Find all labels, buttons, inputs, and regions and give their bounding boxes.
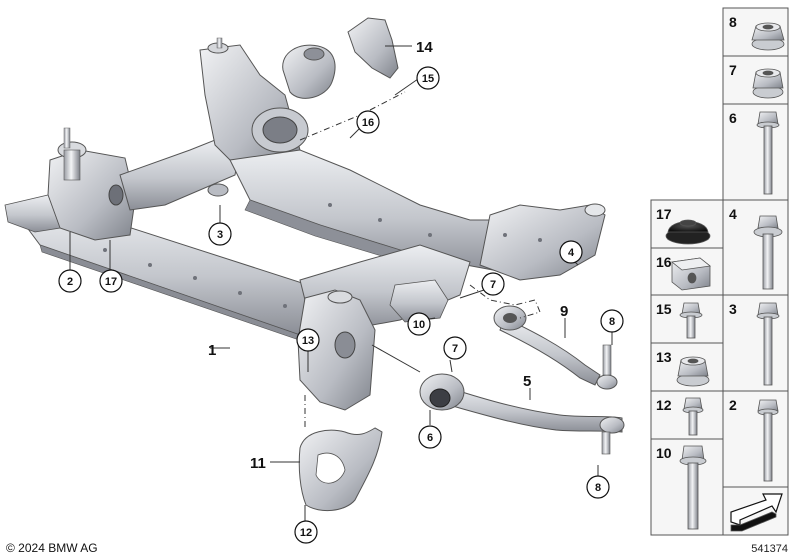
- rubber-bump-icon: [665, 219, 711, 245]
- leader-lines: [69, 45, 613, 522]
- nut-13-icon: [676, 356, 710, 387]
- grid-label-8: 8: [729, 14, 737, 30]
- front-axle-subframe: [4, 42, 606, 411]
- callout-16: 16: [356, 110, 380, 134]
- callout-8-upper: 8: [600, 309, 624, 333]
- rear-bushing-bulb: [282, 44, 336, 99]
- bolt-2-icon: [757, 399, 779, 482]
- bracket-part-14: [347, 17, 399, 79]
- label-7-lower: 7: [452, 343, 458, 355]
- label-7-upper: 7: [490, 279, 496, 291]
- label-11: 11: [250, 455, 266, 472]
- callout-13: 13: [296, 328, 320, 352]
- flange-nut-icon: [751, 22, 785, 51]
- label-14: 14: [416, 39, 433, 56]
- callout-15: 15: [416, 66, 440, 90]
- grid-label-3: 3: [729, 301, 737, 317]
- diagram-reference-number: 541374: [751, 543, 788, 555]
- bolt-12-icon: [682, 397, 704, 436]
- grid-label-6: 6: [729, 110, 737, 126]
- label-5: 5: [523, 373, 531, 390]
- label-4: 4: [568, 247, 575, 259]
- control-arm-5: [419, 373, 625, 455]
- callout-7-lower: 7: [443, 336, 467, 360]
- grid-label-4: 4: [729, 206, 737, 222]
- label-3: 3: [217, 229, 223, 241]
- grid-label-7: 7: [729, 62, 737, 78]
- label-12: 12: [300, 527, 312, 539]
- label-15: 15: [422, 73, 434, 85]
- label-8-lower: 8: [595, 482, 601, 494]
- callout-3: 3: [208, 222, 232, 246]
- copyright-text: © 2024 BMW AG: [6, 541, 98, 555]
- callout-4: 4: [559, 240, 583, 264]
- dash-dot-lines: [299, 91, 541, 430]
- callout-8-lower: 8: [586, 475, 610, 499]
- label-17: 17: [105, 276, 117, 288]
- label-1: 1: [208, 342, 216, 359]
- grid-label-13: 13: [656, 349, 672, 365]
- clip-nut-icon: [671, 257, 711, 291]
- short-bolt-icon: [679, 302, 703, 339]
- callout-17: 17: [99, 269, 123, 293]
- grid-label-16: 16: [656, 254, 672, 270]
- callout-6: 6: [418, 425, 442, 449]
- grid-label-15: 15: [656, 301, 672, 317]
- cell-4: [722, 199, 789, 296]
- label-16: 16: [362, 117, 374, 129]
- grid-label-17: 17: [656, 206, 672, 222]
- hardware-illustrations: [665, 22, 785, 532]
- callout-12: 12: [294, 520, 318, 544]
- label-6: 6: [427, 432, 433, 444]
- callout-2: 2: [58, 269, 82, 293]
- bolt-3-icon: [756, 302, 780, 386]
- bolt-10-icon: [679, 445, 707, 530]
- grid-label-2: 2: [729, 397, 737, 413]
- label-10: 10: [413, 319, 425, 331]
- grid-label-12: 12: [656, 397, 672, 413]
- label-9: 9: [560, 303, 568, 320]
- label-13: 13: [302, 335, 314, 347]
- right-rear-bracket: [479, 204, 606, 281]
- long-bolt-icon: [756, 111, 780, 195]
- label-2: 2: [67, 276, 73, 288]
- label-8-upper: 8: [609, 316, 615, 328]
- callout-7-upper: 7: [481, 272, 505, 296]
- grid-label-10: 10: [656, 445, 672, 461]
- control-arm-9: [493, 305, 618, 390]
- direction-arrow-icon: [730, 493, 783, 532]
- lock-nut-icon: [752, 68, 784, 99]
- hardware-grid-labels: 8 7 6 4 3 2 17 16 15 13 12 10: [656, 14, 737, 461]
- callout-10: 10: [407, 312, 431, 336]
- bolt-washer-icon: [753, 215, 783, 290]
